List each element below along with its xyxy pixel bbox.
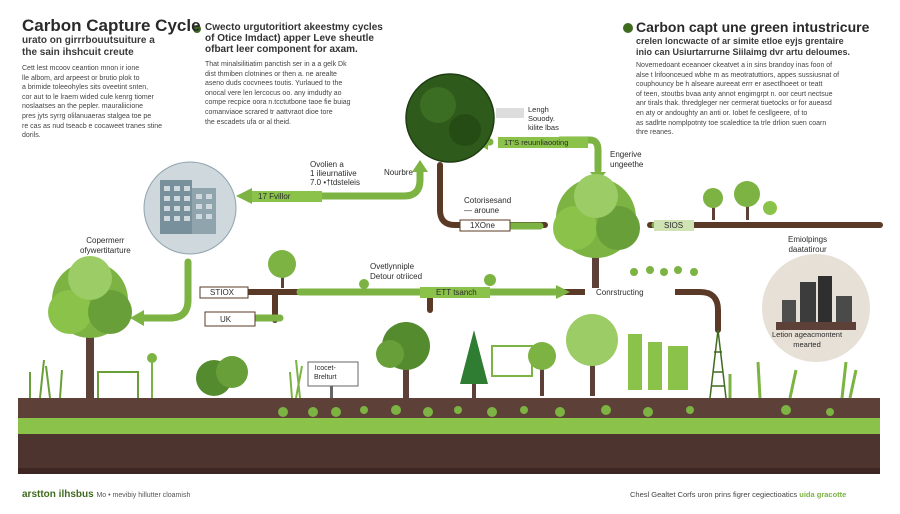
soil-top	[18, 398, 880, 420]
left-title: Carbon Capture Cycle	[22, 16, 201, 35]
bar-uk	[204, 311, 256, 327]
left-tree	[48, 256, 132, 400]
ovolien-label: Ovolien a 1 ilieurnatiive 7.0 •†tdstelei…	[310, 160, 360, 187]
nourbre-label: Nourbre	[384, 168, 413, 177]
small-figures	[630, 266, 698, 276]
arrow-forest-to-tree	[556, 136, 602, 174]
sios-label: SIOS	[664, 221, 684, 230]
right-body: Novernedoant eceanoer ckeatvet a in sins…	[636, 62, 840, 137]
sign-label: Icocet- Brelturt	[314, 365, 337, 381]
right-subtitle: crelen loncwacte of ar simite etloe eyjs…	[636, 36, 851, 57]
pipe-middle	[222, 289, 721, 333]
footer-logo-sub: Mo • mevibiy hillutter cloamish	[96, 492, 191, 499]
ground	[18, 398, 880, 474]
right-title: Carbon capt une green intustricure	[636, 19, 870, 35]
arrow-to-building	[246, 164, 424, 200]
right-bullet	[623, 23, 633, 33]
bar-ione	[459, 219, 511, 232]
bar-constructing	[585, 287, 675, 298]
middle-title: Cwecto urgutoritiort akeestmy cycles of …	[205, 22, 383, 55]
bar-sios	[654, 220, 694, 231]
middle-bullet	[193, 25, 201, 33]
stiox-label: STIOX	[210, 288, 235, 297]
cotorises-label: Cotorisesand — aroune	[464, 196, 512, 215]
ett-tsanch-label: ETT tsanch	[436, 288, 477, 297]
arrowhead-middle	[556, 285, 570, 299]
bar-17fvillor	[252, 191, 322, 202]
left-body: Cett lest mcoov ceantion mnon ir ione ll…	[22, 65, 163, 140]
middle-body: That minalsilitiatim panctish ser in a a…	[205, 61, 351, 126]
bar-reuunliaooting	[498, 137, 588, 148]
pylon	[709, 329, 727, 399]
bar-stiox	[199, 286, 249, 299]
energy-label: Engerive ungeethe	[610, 150, 644, 169]
satellite-sign	[496, 108, 524, 118]
left-subtitle: urato on girrrbouutsuiture a the sain ih…	[22, 35, 155, 58]
uk-label: UK	[220, 315, 232, 324]
footer-right: Chesl Gealtet Corfs uron prins figrer ce…	[630, 490, 846, 499]
arrowhead-left-tree	[130, 310, 144, 326]
label-bars	[199, 137, 694, 327]
satellite-label: Lengh Souody. kilite lbas	[528, 105, 559, 132]
arrowhead-building	[236, 188, 252, 204]
grass-strip	[18, 418, 880, 434]
footer-right-text: Chesl Gealtet Corfs uron prins figrer ce…	[630, 490, 798, 499]
constructing-label: Conrstructing	[596, 288, 644, 297]
central-tree	[553, 174, 640, 288]
small-tree-mid	[268, 250, 496, 289]
ovetlynniple-label: Ovetlynniple Detour otriiced	[370, 262, 423, 281]
satellite-panel	[496, 108, 524, 118]
soil-deep	[18, 434, 880, 474]
sign-post	[307, 361, 359, 398]
arrowhead-top	[412, 160, 428, 172]
plants-row	[278, 405, 834, 417]
forest-circle	[405, 73, 495, 163]
ione-label: 1XOne	[470, 221, 495, 230]
footer-logo: arstton ilhsbus Mo • mevibiy hillutter c…	[22, 489, 190, 500]
footer-logo-text: arstton ilhsbus	[22, 489, 94, 500]
forest-tag-label: 1T'S reuunliaooting	[504, 138, 569, 147]
factory-circle	[762, 254, 870, 362]
bar-ett	[420, 287, 490, 298]
emiplings-label: Emiolpings daatatirour	[788, 235, 828, 254]
arrow-tag-label: 17 Fvillor	[258, 192, 291, 201]
building-circle	[143, 161, 237, 255]
footer-right-accent: uida gracotte	[799, 490, 847, 499]
copermerr-label: Copermerr ofywertitarture	[80, 236, 131, 255]
pipe-top	[437, 162, 548, 228]
bedrock	[18, 468, 880, 474]
ground-vegetation	[29, 314, 858, 417]
arrow-building-to-tree	[138, 258, 192, 322]
factory-caption: Letion ageacmontent mearted	[772, 330, 843, 349]
small-trees-top-right	[703, 181, 777, 220]
